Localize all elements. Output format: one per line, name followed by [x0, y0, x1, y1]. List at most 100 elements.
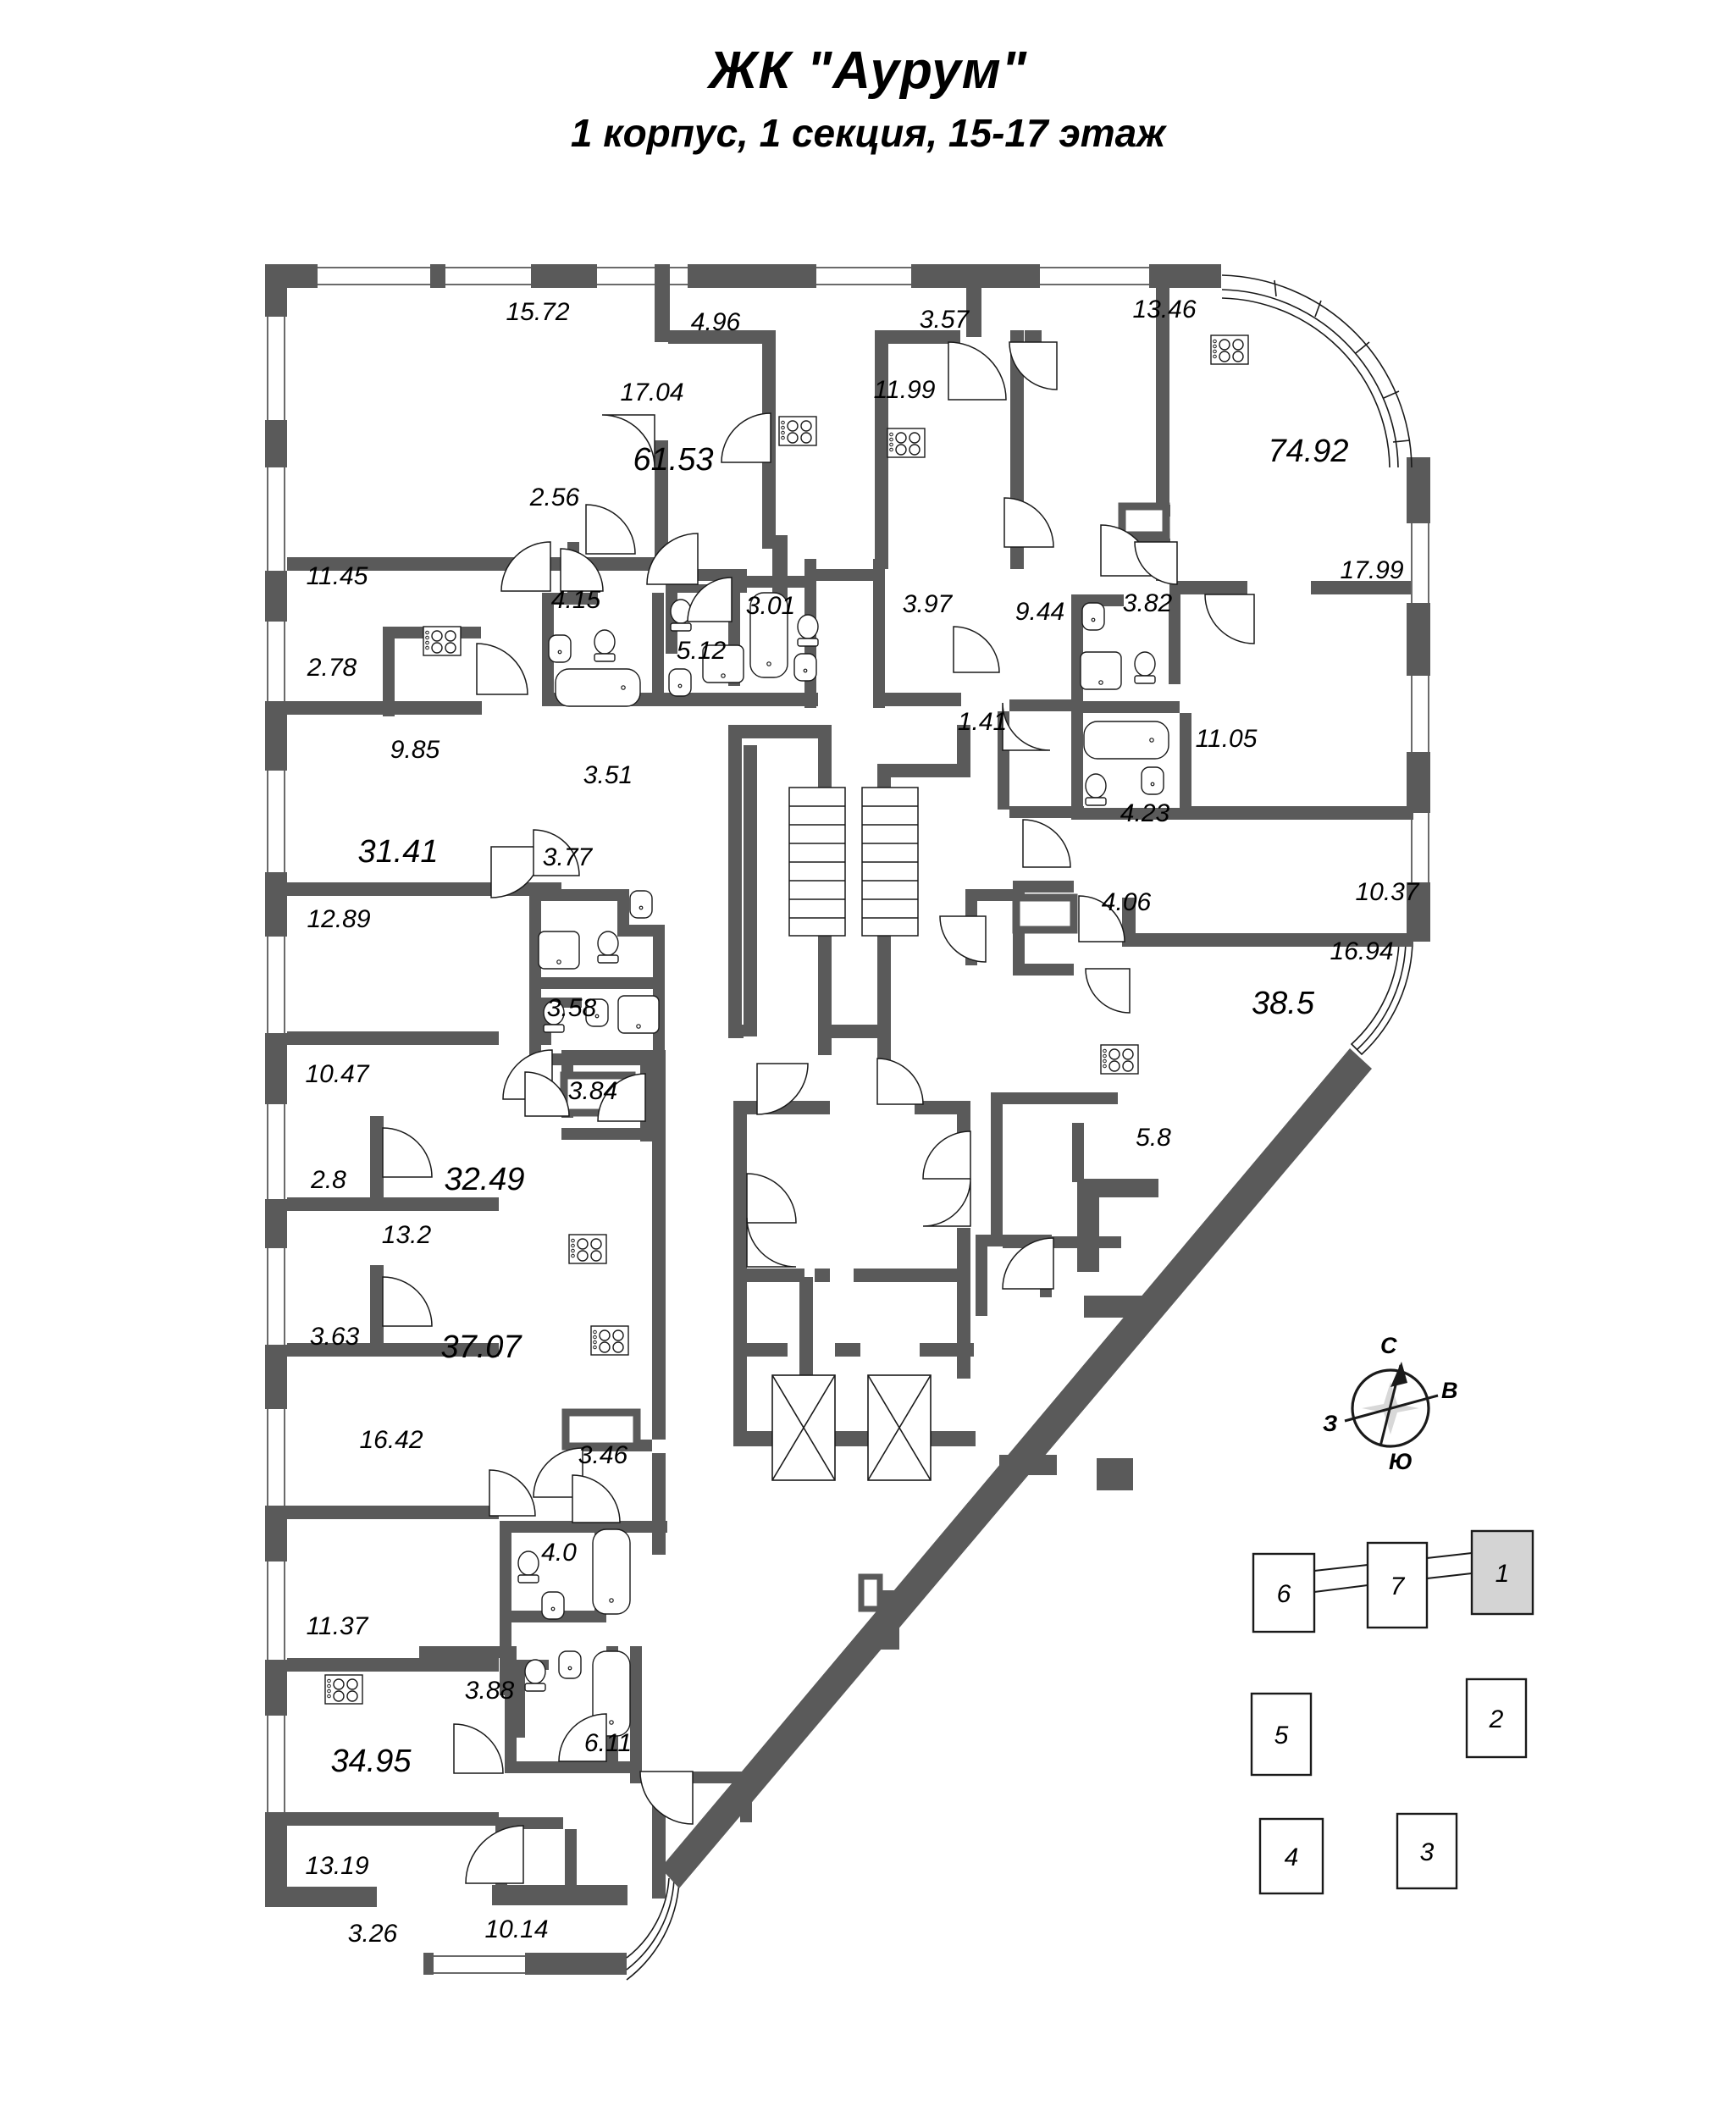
- curved-balcony-top-right: [1221, 274, 1413, 468]
- room-area-label: 16.94: [1330, 937, 1393, 965]
- room-area-label: 4.23: [1120, 799, 1170, 827]
- diagonal-recesses: [879, 1179, 1158, 1650]
- room-area-label: 17.99: [1340, 556, 1403, 584]
- room-area-label: 3.88: [465, 1677, 515, 1705]
- room-area-label: 3.46: [578, 1441, 628, 1469]
- room-area-label: 3.01: [746, 592, 795, 620]
- room-area-label: 5.8: [1136, 1124, 1171, 1152]
- room-area-label: 12.89: [307, 905, 370, 933]
- site-block-6[interactable]: 6: [1252, 1552, 1316, 1633]
- room-area-label: 3.63: [310, 1323, 360, 1351]
- site-block-2[interactable]: 2: [1465, 1678, 1528, 1759]
- room-area-label: 3.82: [1123, 589, 1173, 617]
- site-block-label: 3: [1420, 1838, 1435, 1866]
- room-area-label: 11.05: [1196, 725, 1258, 753]
- site-block-4[interactable]: 4: [1258, 1817, 1324, 1895]
- site-block-7[interactable]: 7: [1366, 1541, 1429, 1629]
- room-area-label: 3.97: [903, 590, 954, 618]
- room-area-label: 9.44: [1015, 598, 1064, 626]
- stove-icon: [1210, 334, 1249, 365]
- shaft-vent: [858, 1573, 883, 1612]
- compass-rose: С В Ю З: [1323, 1333, 1458, 1474]
- curved-balcony-bottom-left: [626, 1877, 680, 1981]
- room-area-label: 2.56: [529, 484, 580, 511]
- site-block-rect[interactable]: [1252, 1552, 1316, 1633]
- room-area-label: 3.57: [920, 306, 970, 334]
- area-labels: 15.72 4.96 3.57 13.46 17.04 11.99 61.53 74.92 2.…: [305, 296, 1419, 1948]
- elevator-door-piers: [733, 1343, 974, 1357]
- room-area-label: 2.78: [307, 654, 357, 682]
- stove-icon: [887, 428, 926, 458]
- compass-south-label: Ю: [1389, 1449, 1413, 1474]
- site-block-rect[interactable]: [1396, 1812, 1458, 1890]
- room-area-label: 3.58: [547, 994, 597, 1022]
- site-block-rect[interactable]: [1465, 1678, 1528, 1759]
- room-area-label: 3.26: [348, 1920, 398, 1948]
- site-block-label: 5: [1274, 1722, 1289, 1749]
- room-area-label: 13.2: [382, 1221, 432, 1249]
- room-area-label: 11.37: [307, 1612, 369, 1640]
- title-block: ЖК "Аурум" 1 корпус, 1 секция, 15-17 эта…: [0, 41, 1736, 156]
- room-area-label: 1.41: [958, 708, 1007, 736]
- door-swings: [382, 341, 1255, 1884]
- compass-west-label: З: [1323, 1411, 1337, 1436]
- compass-north-label: С: [1380, 1333, 1397, 1358]
- room-area-label: 10.37: [1355, 878, 1419, 906]
- room-area-label: 3.84: [568, 1077, 617, 1105]
- room-area-label: 3.77: [543, 843, 594, 871]
- stove-icon: [590, 1325, 629, 1356]
- room-area-label: 10.47: [305, 1060, 369, 1088]
- site-block-label: 1: [1496, 1560, 1510, 1588]
- room-area-label: 4.0: [541, 1539, 577, 1567]
- site-block-rect[interactable]: [1250, 1692, 1313, 1777]
- room-area-label: 37.07: [440, 1329, 522, 1365]
- room-area-label: 11.45: [307, 562, 368, 590]
- stove-icon: [1100, 1044, 1139, 1075]
- room-area-label: 16.42: [359, 1426, 423, 1454]
- room-area-label: 4.96: [691, 308, 741, 336]
- room-area-label: 17.04: [620, 379, 683, 406]
- site-block-1[interactable]: 1: [1470, 1529, 1534, 1616]
- room-area-label: 10.14: [484, 1915, 548, 1943]
- compass-east-label: В: [1441, 1378, 1458, 1403]
- site-block-label: 7: [1390, 1573, 1406, 1600]
- stove-icon: [423, 626, 462, 656]
- site-block-label: 6: [1277, 1580, 1291, 1608]
- stove-icon: [778, 416, 817, 446]
- room-area-label: 13.19: [305, 1852, 368, 1880]
- elevator-shafts: [771, 1374, 932, 1481]
- room-area-label: 31.41: [357, 834, 438, 870]
- stove-icon: [324, 1674, 363, 1705]
- room-area-label: 61.53: [633, 442, 713, 478]
- room-area-label: 9.85: [390, 736, 440, 764]
- room-area-label: 3.51: [583, 761, 633, 789]
- site-block-rect[interactable]: [1258, 1817, 1324, 1895]
- room-area-label: 74.92: [1268, 434, 1348, 469]
- stove-icon: [568, 1234, 607, 1264]
- site-block-rect[interactable]: [1470, 1529, 1534, 1616]
- site-block-label: 2: [1489, 1705, 1504, 1733]
- site-block-rect[interactable]: [1366, 1541, 1429, 1629]
- room-area-label: 2.8: [310, 1166, 346, 1194]
- site-block-label: 4: [1285, 1843, 1299, 1871]
- room-area-label: 6.11: [584, 1729, 632, 1757]
- room-area-label: 11.99: [874, 376, 936, 404]
- site-plan-key[interactable]: 6 7 1 5 2 4 3: [1250, 1529, 1534, 1895]
- diagonal-facade-wall: [661, 1048, 1372, 1888]
- site-block-5[interactable]: 5: [1250, 1692, 1313, 1777]
- room-area-label: 4.15: [551, 586, 601, 614]
- room-area-label: 5.12: [677, 637, 727, 665]
- room-area-label: 34.95: [330, 1744, 412, 1779]
- site-block-3[interactable]: 3: [1396, 1812, 1458, 1890]
- room-area-label: 4.06: [1102, 888, 1152, 916]
- page-title: ЖК "Аурум": [709, 41, 1027, 100]
- room-area-label: 15.72: [506, 298, 569, 326]
- room-area-label: 32.49: [444, 1162, 524, 1197]
- exterior-walls: [265, 264, 1430, 1975]
- staircase: [788, 787, 919, 937]
- curved-balcony-right-middle: [1350, 941, 1413, 1056]
- room-area-label: 38.5: [1252, 986, 1315, 1021]
- room-area-label: 13.46: [1132, 296, 1196, 323]
